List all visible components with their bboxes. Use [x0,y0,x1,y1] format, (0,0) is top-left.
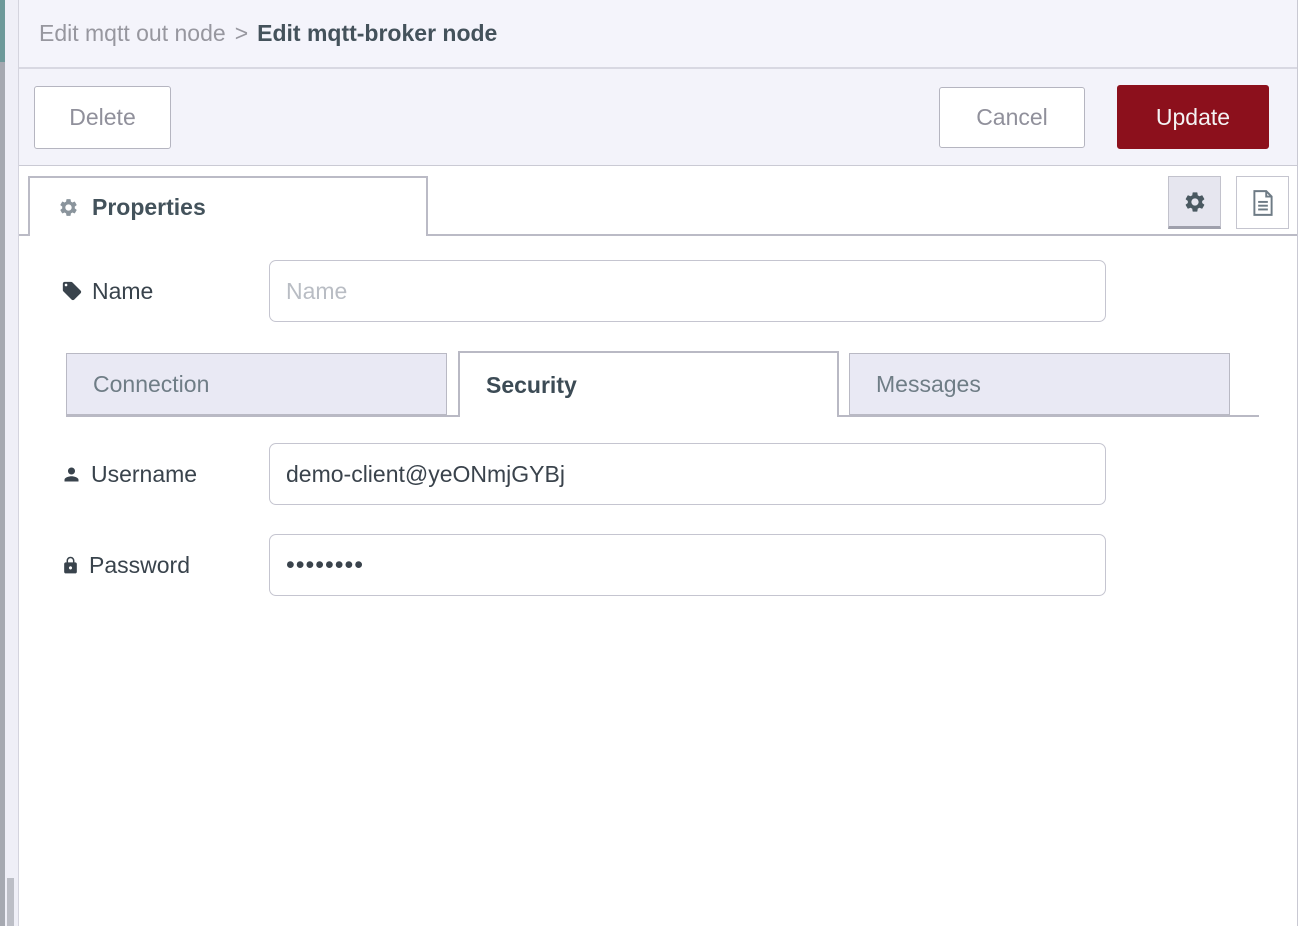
workspace-palette-edge [0,0,5,926]
node-description-button[interactable] [1236,176,1289,229]
password-row: Password [61,534,1297,596]
tab-connection-label: Connection [93,370,210,397]
breadcrumb-current: Edit mqtt-broker node [257,20,498,46]
name-label-text: Name [92,277,154,304]
toolbar-right-group: Cancel Update [939,85,1269,149]
dialog-toolbar: Delete Cancel Update [19,69,1297,166]
user-icon [61,464,82,485]
tag-icon [61,280,83,302]
edit-node-dialog: Edit mqtt out node > Edit mqtt-broker no… [18,0,1298,926]
gear-icon [58,197,79,218]
password-label: Password [61,552,269,579]
update-button[interactable]: Update [1117,85,1269,149]
tab-security-label: Security [486,371,577,398]
tab-security[interactable]: Security [458,351,839,417]
name-input[interactable] [269,260,1106,322]
username-row: Username [61,443,1297,505]
lock-icon [61,555,80,576]
password-input[interactable] [269,534,1106,596]
name-label: Name [61,278,269,305]
delete-button[interactable]: Delete [34,85,171,149]
doc-icon [1250,189,1276,217]
tab-connection[interactable]: Connection [66,353,447,415]
dialog-header: Edit mqtt out node > Edit mqtt-broker no… [19,0,1297,69]
breadcrumb-separator: > [234,20,249,46]
node-properties-button[interactable] [1168,176,1221,229]
name-row: Name [61,260,1297,322]
username-label-text: Username [91,460,198,487]
tab-messages-label: Messages [876,370,981,397]
broker-subtabs: Connection Security Messages [66,351,1259,417]
tab-messages[interactable]: Messages [849,353,1230,415]
editor-tabstrip: Properties [19,166,1297,236]
tab-properties[interactable]: Properties [28,176,428,236]
breadcrumb-parent[interactable]: Edit mqtt out node [39,20,226,46]
palette-node-fragment [0,0,5,62]
tabstrip-divider [19,234,1297,236]
workspace-backdrop [0,0,18,926]
username-input[interactable] [269,443,1106,505]
node-edit-form: Name Connection Security Messages Userna… [19,236,1297,596]
palette-scrollbar-thumb[interactable] [7,878,14,926]
tab-properties-label: Properties [92,193,206,220]
username-label: Username [61,461,269,488]
cancel-button[interactable]: Cancel [939,86,1085,148]
password-label-text: Password [89,551,190,578]
gear-icon [1183,190,1207,214]
